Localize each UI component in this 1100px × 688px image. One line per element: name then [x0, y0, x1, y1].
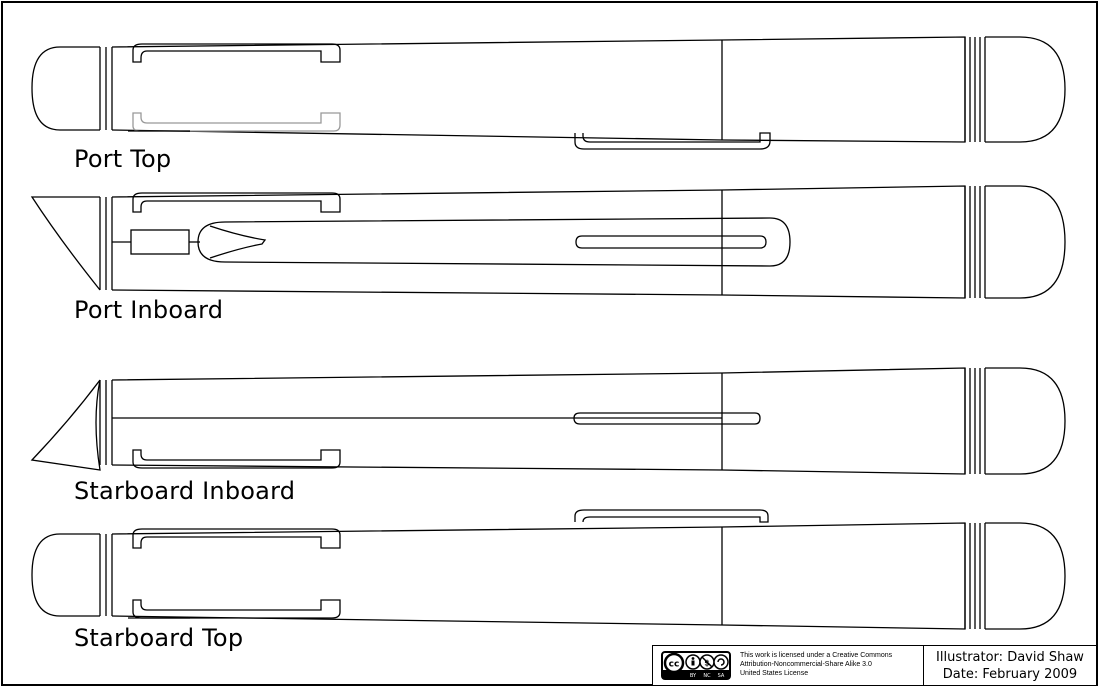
pen-nib-section: [30, 196, 101, 291]
cc-badge-icon: cc $ BY NC SA: [663, 652, 729, 679]
pen-inner-loop: [197, 217, 791, 267]
drawing-date: Date: February 2009: [942, 667, 1078, 682]
license-block: cc $ BY NC SA This work is licensed unde…: [652, 645, 923, 685]
license-text: This work is licensed under a Creative C…: [740, 651, 922, 678]
license-line-2: Attribution-Noncommercial-Share Alike 3.…: [740, 661, 872, 668]
view-label-port-top: Port Top: [74, 145, 172, 173]
cc-mark-text: cc: [669, 660, 680, 670]
pen-clip-lower: [132, 112, 341, 132]
pen-converter: [130, 229, 190, 255]
license-line-3: United States License: [740, 670, 809, 677]
pen-view-port-top: [31, 36, 1066, 150]
pen-view-starboard-top: [31, 509, 1066, 630]
pen-blind-cap: [31, 46, 100, 131]
license-line-1: This work is licensed under a Creative C…: [740, 652, 893, 659]
pen-end-dome: [985, 36, 1066, 143]
pen-pocket-clip: [574, 132, 771, 150]
view-label-port-inboard: Port Inboard: [74, 296, 224, 324]
cc-sa-text: SA: [718, 673, 725, 678]
illustrator-credit: Illustrator: David Shaw: [936, 650, 1084, 665]
cc-nc-text: NC: [703, 673, 711, 678]
cc-license-badge[interactable]: cc $ BY NC SA: [661, 651, 731, 680]
pen-view-starboard-inboard: [30, 367, 1066, 475]
credit-block: Illustrator: David Shaw Date: February 2…: [923, 645, 1096, 685]
pen-view-port-inboard: [30, 185, 1066, 299]
view-label-starboard-top: Starboard Top: [74, 624, 244, 652]
pen-clip-top: [132, 43, 341, 63]
cc-by-text: BY: [690, 673, 697, 678]
view-label-starboard-inboard: Starboard Inboard: [74, 477, 296, 505]
pen-barrel: [111, 36, 966, 143]
